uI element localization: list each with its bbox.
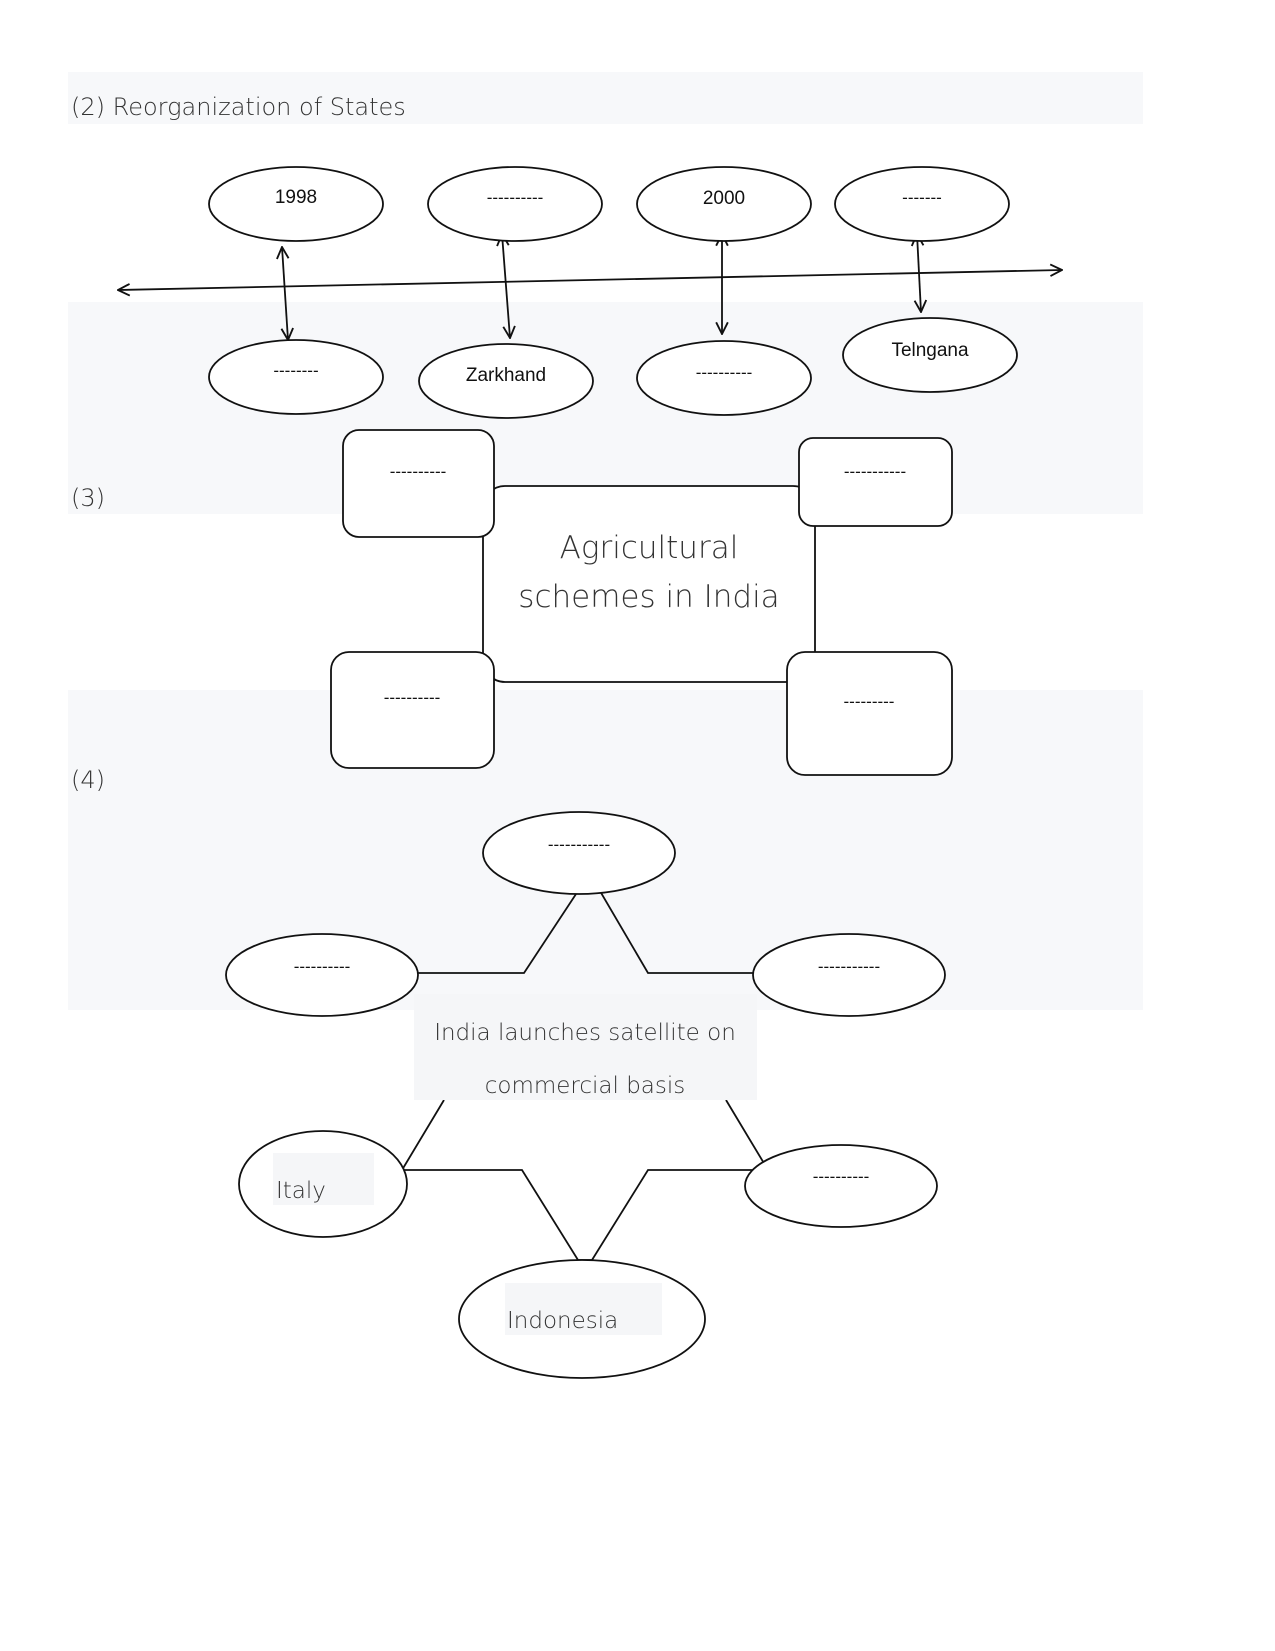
header-band bbox=[68, 72, 1143, 124]
satellite-star-lower bbox=[400, 1099, 770, 1261]
indonesia-label-bg bbox=[505, 1283, 662, 1335]
timeline-top-oval-3 bbox=[636, 166, 812, 242]
satellite-star-upper bbox=[415, 890, 760, 974]
satellite-label-bottom-right: ---------- bbox=[813, 1167, 870, 1186]
timeline-bottom-label-4: Telngana bbox=[891, 340, 969, 361]
agri-box-top-left bbox=[342, 429, 495, 538]
timeline-top-label-4: ------- bbox=[902, 188, 942, 207]
timeline-bottom-oval-2 bbox=[418, 343, 594, 419]
agri-center-box bbox=[482, 485, 816, 683]
section2-heading: (2) Reorganization of States bbox=[71, 93, 406, 121]
timeline-bottom-label-2: Zarkhand bbox=[466, 365, 546, 386]
satellite-label-bottom: Indonesia bbox=[507, 1308, 618, 1334]
timeline-top-oval-1 bbox=[208, 166, 384, 242]
timeline-bottom-oval-3 bbox=[636, 340, 812, 416]
satellite-center-line1: India launches satellite on bbox=[434, 1020, 736, 1046]
satellite-label-bottom-left: Italy bbox=[276, 1178, 326, 1204]
satellite-oval-bottom-right bbox=[744, 1144, 938, 1228]
satellite-label-right: ----------- bbox=[818, 957, 880, 976]
satellite-label-top: ----------- bbox=[548, 835, 610, 854]
timeline-bottom-oval-4 bbox=[842, 317, 1018, 393]
timeline-connector-4 bbox=[917, 234, 921, 312]
timeline-top-oval-4 bbox=[834, 166, 1010, 242]
agri-box-bottom-right bbox=[786, 651, 953, 776]
agri-box-label-bottom-right: --------- bbox=[844, 692, 895, 711]
timeline-bottom-oval-1 bbox=[208, 339, 384, 415]
satellite-center-line2: commercial basis bbox=[485, 1073, 686, 1099]
agri-box-label-top-right: ----------- bbox=[844, 462, 906, 481]
satellite-oval-top bbox=[482, 811, 676, 895]
agri-center-line2: schemes in India bbox=[518, 579, 779, 615]
timeline-top-label-1: 1998 bbox=[275, 187, 317, 208]
satellite-oval-right bbox=[752, 933, 946, 1017]
satellite-oval-left bbox=[225, 933, 419, 1017]
section4-heading: (4) bbox=[71, 766, 105, 794]
section3-heading: (3) bbox=[71, 484, 105, 512]
timeline-top-oval-2 bbox=[427, 166, 603, 242]
agri-box-label-top-left: ---------- bbox=[390, 462, 447, 481]
agri-box-top-right bbox=[798, 437, 953, 527]
satellite-label-left: ---------- bbox=[294, 957, 351, 976]
agri-box-bottom-left bbox=[330, 651, 495, 769]
italy-label-bg bbox=[273, 1153, 374, 1205]
agri-center-line1: Agricultural bbox=[560, 530, 739, 566]
timeline-bottom-label-1: -------- bbox=[273, 361, 318, 380]
timeline-bottom-label-3: ---------- bbox=[696, 363, 753, 382]
timeline-axis bbox=[118, 270, 1062, 290]
timeline-connector-1 bbox=[282, 247, 288, 340]
satellite-center-box bbox=[414, 994, 757, 1100]
timeline-connector-2 bbox=[502, 234, 510, 338]
agri-box-label-bottom-left: ---------- bbox=[384, 688, 441, 707]
timeline-top-label-3: 2000 bbox=[703, 188, 745, 209]
timeline-top-label-2: ---------- bbox=[487, 188, 544, 207]
